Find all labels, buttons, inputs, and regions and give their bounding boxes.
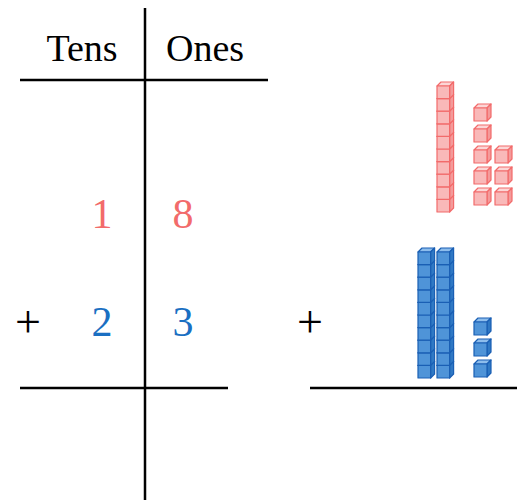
digit: 2 [92,301,113,343]
digit: 8 [173,193,194,235]
digit: 1 [92,193,113,235]
cube-face [437,86,450,99]
ten-rod [418,248,435,378]
cube-face [474,364,487,377]
cube-face [437,252,450,265]
header-rule [20,79,268,82]
cube-face [437,353,450,366]
cube-face [437,315,450,328]
unit-cube [495,167,512,184]
cube-face [418,277,431,290]
unit-cube [474,188,491,205]
cube-face [437,111,450,124]
digit: 3 [173,301,194,343]
cube-face [474,322,487,335]
unit-cube [474,167,491,184]
cube-face [437,302,450,315]
cube-face [418,315,431,328]
cube-face [495,171,508,184]
cube-face [418,365,431,378]
plus-sign: + [15,299,41,345]
unit-cube [474,125,491,142]
cube-face [437,328,450,341]
unit-cube [495,188,512,205]
cube-face [474,192,487,205]
unit-cube [418,248,435,265]
cube-face [437,136,450,149]
cube-face [418,265,431,278]
cube-face [437,174,450,187]
base-ten-blocks [418,82,512,378]
cube-face [418,252,431,265]
column-header: Tens [46,29,117,67]
column-divider [144,8,147,500]
cube-face [437,187,450,200]
cube-face [418,290,431,303]
cube-face [437,265,450,278]
cube-face [495,192,508,205]
cube-face [437,149,450,162]
cube-face [437,340,450,353]
cube-face [418,353,431,366]
unit-cube [437,82,454,99]
cube-face [474,343,487,356]
unit-cube [474,339,491,356]
ten-rod [437,82,454,212]
sum-rule [20,387,228,390]
ten-rod [437,248,454,378]
cube-face [437,277,450,290]
plus-sign: + [297,299,323,345]
cube-face [474,171,487,184]
unit-cube [474,146,491,163]
cube-face [437,290,450,303]
unit-cube [474,318,491,335]
cube-face [437,199,450,212]
cube-face [418,340,431,353]
cube-face [437,365,450,378]
unit-cube [474,360,491,377]
cube-face [437,124,450,137]
cube-face [437,162,450,175]
cube-face [418,302,431,315]
cube-face [474,150,487,163]
sum-rule [310,387,517,390]
cube-face [474,108,487,121]
unit-cube [437,248,454,265]
cube-face [495,150,508,163]
cube-face [474,129,487,142]
cube-face [418,328,431,341]
cube-face [437,99,450,112]
column-header: Ones [166,29,244,67]
unit-cube [495,146,512,163]
unit-cube [474,104,491,121]
